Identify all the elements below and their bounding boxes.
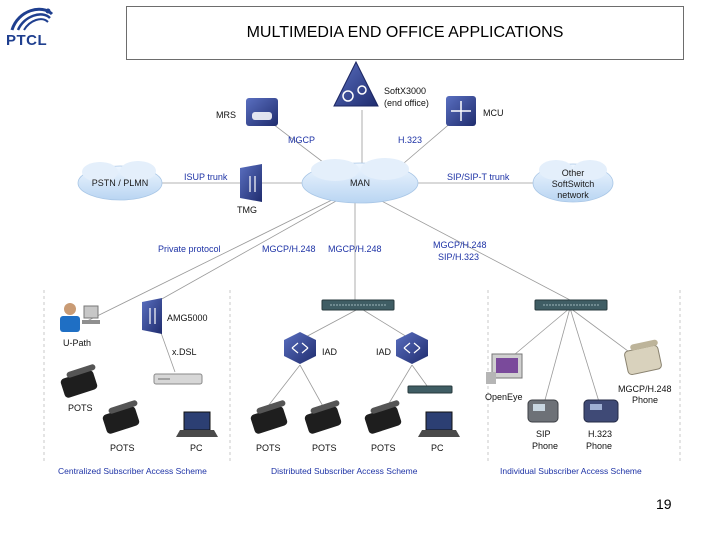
other-cloud-label-2: SoftSwitch [552, 179, 595, 189]
gear-icon [357, 85, 367, 95]
softx3000-label-1: SoftX3000 [384, 86, 426, 96]
iad-right-node: IAD [376, 332, 428, 364]
phone-icon [304, 400, 342, 434]
protocol-sip-trunk: SIP/SIP-T trunk [447, 172, 510, 182]
pots-phones [60, 364, 402, 434]
pots-label-a: POTS [68, 403, 93, 413]
protocol-h323: H.323 [398, 135, 422, 145]
iad-left-node: IAD [284, 332, 338, 364]
protocol-mgcp-h248-c: MGCP/H.248 [433, 240, 487, 250]
scheme-distributed: Distributed Subscriber Access Scheme [271, 466, 418, 476]
openeye-label: OpenEye [485, 392, 523, 402]
openeye-node: OpenEye [485, 353, 523, 402]
scheme-individual: Individual Subscriber Access Scheme [500, 466, 642, 476]
other-softswitch-cloud: Other SoftSwitch network [532, 160, 614, 203]
man-cloud: MAN [301, 158, 419, 204]
logo-text: PTCL [6, 32, 48, 49]
pots-label-b: POTS [110, 443, 135, 453]
pstn-cloud-label: PSTN / PLMN [92, 178, 149, 188]
sip-phone-label-1: SIP [536, 429, 551, 439]
iad-left-label: IAD [322, 347, 338, 357]
mcu-label: MCU [483, 108, 504, 118]
amg5000-label: AMG5000 [167, 313, 208, 323]
h323-phone-node: H.323 Phone [583, 399, 619, 451]
protocol-mgcp: MGCP [288, 135, 315, 145]
scheme-separators [43, 290, 681, 462]
phone-icon [250, 400, 288, 434]
softx3000-node: SoftX3000 (end office) [333, 60, 429, 108]
protocol-mgcp-h248-b: MGCP/H.248 [328, 244, 382, 254]
mgcp-phone-node: MGCP/H.248 Phone [618, 339, 672, 405]
switch-right [534, 299, 608, 311]
other-cloud-label-3: network [557, 190, 589, 200]
h323-phone-label-1: H.323 [588, 429, 612, 439]
phone-icon [102, 400, 140, 434]
switch-center [321, 299, 395, 311]
pc-right [418, 411, 460, 437]
upath-node: U-Path [60, 303, 100, 348]
h323-phone-label-2: Phone [586, 441, 612, 451]
mgcp-phone-label-1: MGCP/H.248 [618, 384, 672, 394]
tmg-node: TMG [237, 164, 262, 215]
title-box: MULTIMEDIA END OFFICE APPLICATIONS [126, 6, 684, 60]
softx3000-label-2: (end office) [384, 98, 429, 108]
tmg-label: TMG [237, 205, 257, 215]
mrs-label: MRS [216, 110, 236, 120]
pc-left [176, 411, 218, 437]
protocol-sip-h323: SIP/H.323 [438, 252, 479, 262]
mcu-node: MCU [446, 96, 504, 126]
pots-label-e: POTS [371, 443, 396, 453]
slide-title: MULTIMEDIA END OFFICE APPLICATIONS [246, 24, 564, 41]
pots-label-d: POTS [312, 443, 337, 453]
pots-label-c: POTS [256, 443, 281, 453]
amg5000-node: AMG5000 [142, 298, 208, 334]
gear-icon [342, 90, 354, 102]
pc-label-a: PC [190, 443, 203, 453]
scheme-centralized: Centralized Subscriber Access Scheme [58, 466, 207, 476]
protocol-mgcp-h248-a: MGCP/H.248 [262, 244, 316, 254]
pstn-cloud: PSTN / PLMN [77, 161, 163, 201]
man-cloud-label: MAN [350, 178, 370, 188]
protocol-private: Private protocol [158, 244, 221, 254]
sip-phone-label-2: Phone [532, 441, 558, 451]
page-number: 19 [656, 496, 672, 512]
sip-phone-node: SIP Phone [527, 399, 559, 451]
other-cloud-label-1: Other [562, 168, 585, 178]
phone-icon [60, 364, 98, 398]
connection-lines [84, 110, 641, 411]
small-switch [407, 385, 453, 394]
pc-label-b: PC [431, 443, 444, 453]
protocol-isup: ISUP trunk [184, 172, 228, 182]
ptcl-logo [10, 7, 54, 31]
mrs-node: MRS [216, 98, 278, 126]
phone-icon [364, 400, 402, 434]
xdsl-modem [153, 373, 203, 385]
mgcp-phone-label-2: Phone [632, 395, 658, 405]
iad-right-label: IAD [376, 347, 392, 357]
xdsl-label: x.DSL [172, 347, 197, 357]
upath-label: U-Path [63, 338, 91, 348]
